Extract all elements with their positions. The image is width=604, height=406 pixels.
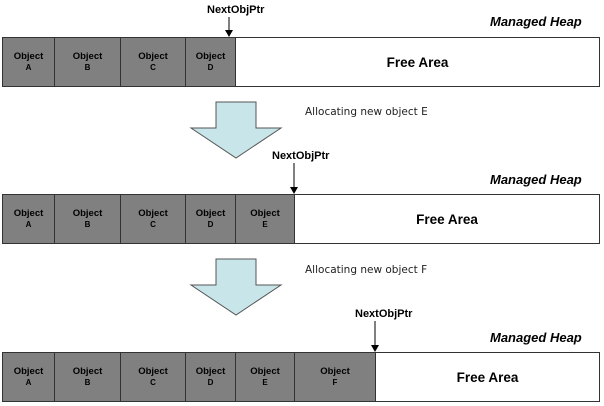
object-word: Object [72,208,103,219]
object-letter: B [84,63,91,72]
object-letter: A [25,220,32,229]
heap-object: Object B [55,38,121,86]
object-letter: E [262,378,268,387]
object-letter: D [207,63,214,72]
object-word: Object [195,366,226,377]
allocation-caption-2: Allocating new object F [305,264,428,276]
free-area: Free Area [386,54,449,70]
next-obj-ptr-label-3: NextObjPtr [355,308,413,320]
object-word: Object [195,51,226,62]
object-letter: D [207,378,214,387]
heap-bar-2: Object A Object B Object C Object D Obje… [2,194,600,244]
next-obj-ptr-arrow-1 [225,17,233,37]
object-word: Object [13,208,44,219]
object-word: Object [72,51,103,62]
object-letter: E [262,220,268,229]
free-area: Free Area [456,369,519,385]
heap-object: Object C [121,38,186,86]
heap-object: Object E [236,195,295,243]
heap-object: Object E [236,353,295,401]
object-letter: A [25,63,32,72]
heap-bar-1: Object A Object B Object C Object D Free… [2,37,600,87]
heap-title-3: Managed Heap [490,330,582,345]
next-obj-ptr-label-1: NextObjPtr [207,4,265,16]
next-obj-ptr-arrow-3 [371,321,379,352]
heap-object: Object F [295,353,376,401]
next-obj-ptr-label-2: NextObjPtr [272,150,330,162]
object-letter: A [25,378,32,387]
object-word: Object [13,366,44,377]
free-area: Free Area [416,211,478,227]
object-word: Object [13,51,44,62]
heap-object: Object D [186,353,236,401]
allocation-arrow-1 [189,101,283,159]
object-word: Object [72,366,103,377]
heap-object: Object D [186,195,236,243]
object-word: Object [250,366,280,377]
object-letter: B [84,220,91,229]
object-letter: B [84,378,91,387]
object-letter: C [150,220,156,229]
object-word: Object [195,208,226,219]
heap-bar-3: Object A Object B Object C Object D Obje… [2,352,600,402]
object-letter: C [150,378,156,387]
next-obj-ptr-arrow-2 [290,163,298,194]
heap-title-1: Managed Heap [490,14,582,29]
allocation-arrow-2 [189,258,283,316]
allocation-caption-1: Allocating new object E [305,106,428,118]
heap-object: Object B [55,195,121,243]
heap-object: Object A [3,195,55,243]
heap-object: Object A [3,353,55,401]
object-word: Object [138,208,168,219]
heap-title-2: Managed Heap [490,172,582,187]
object-word: Object [138,366,168,377]
heap-object: Object A [3,38,55,86]
object-word: Object [250,208,280,219]
object-word: Object [138,51,168,62]
object-letter: D [207,220,214,229]
object-letter: C [150,63,156,72]
object-word: Object [320,366,350,377]
heap-object: Object B [55,353,121,401]
heap-object: Object C [121,195,186,243]
heap-object: Object C [121,353,186,401]
object-letter: F [332,378,338,387]
heap-object: Object D [186,38,236,86]
